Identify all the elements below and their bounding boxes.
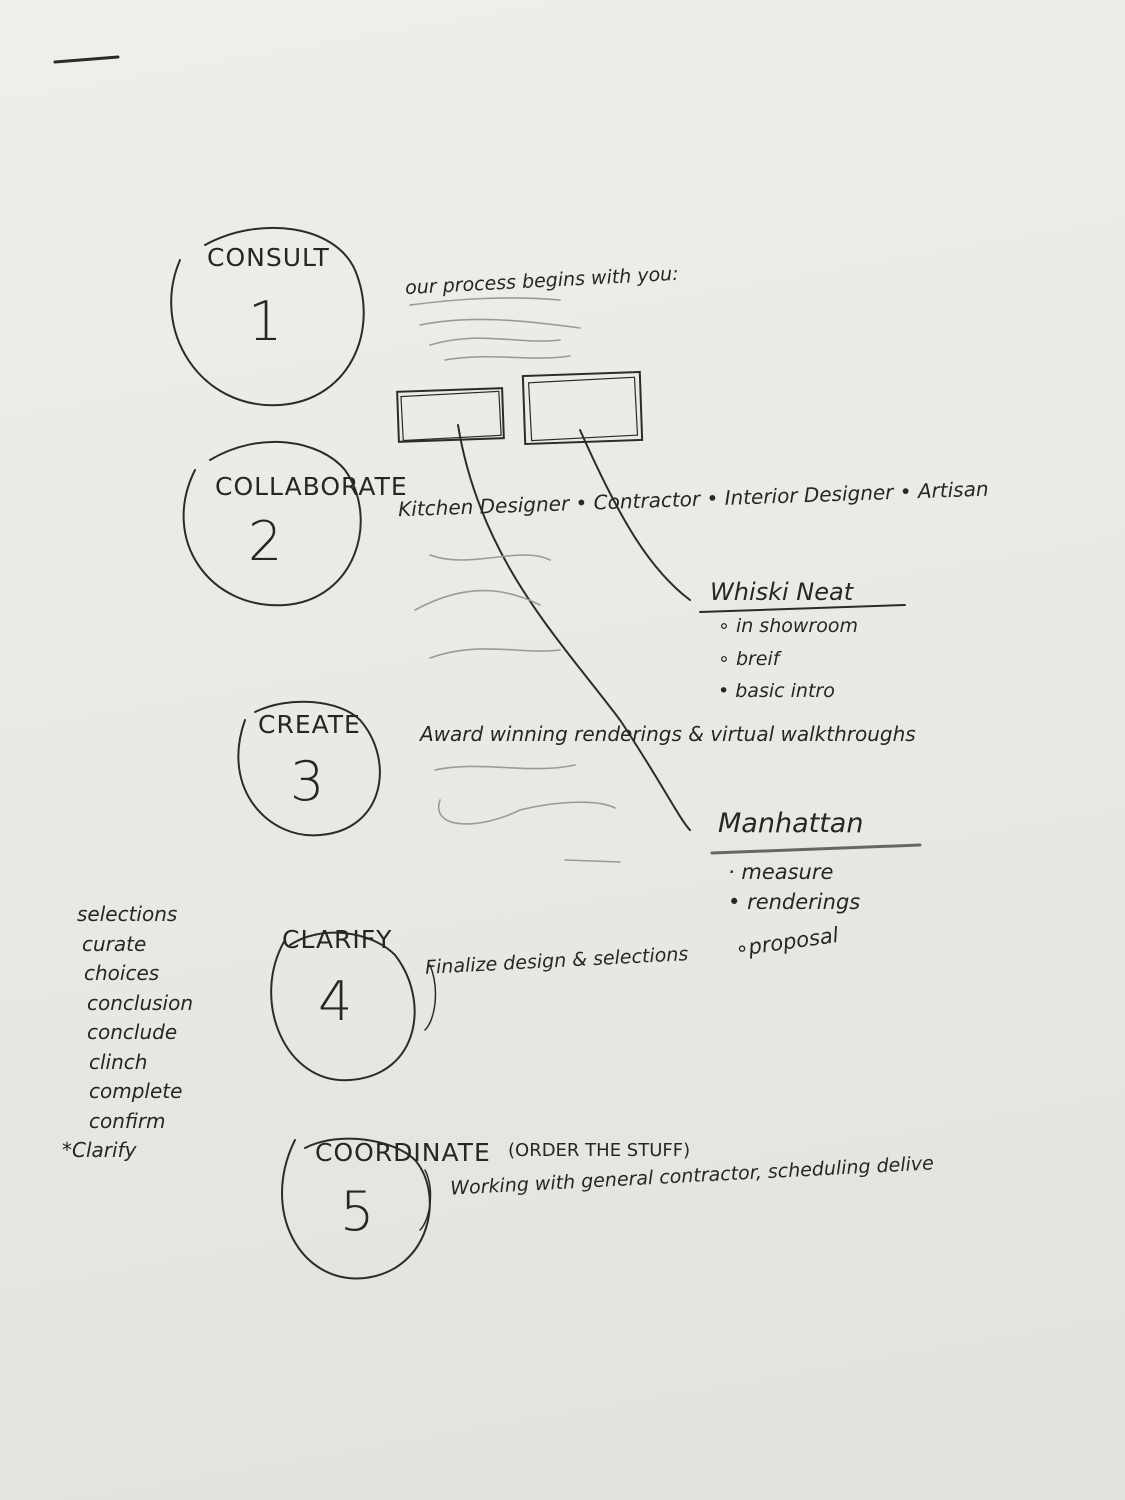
- synonym-item: selections: [77, 902, 178, 926]
- location-item: • basic intro: [718, 680, 835, 702]
- synonym-list: selections curate choices conclusion con…: [62, 900, 193, 1166]
- step-circle-1: [170, 226, 365, 407]
- location-item: · measure: [728, 860, 834, 884]
- synonym-item: conclude: [87, 1020, 178, 1044]
- corner-dash: [53, 55, 120, 64]
- synonym-item: clinch: [89, 1049, 148, 1074]
- location-item-text: basic intro: [735, 680, 835, 702]
- step-number-3: 3: [290, 750, 325, 813]
- step-circle-4: [270, 931, 416, 1082]
- synonym-item: curate: [82, 931, 147, 956]
- synonym-item: choices: [84, 961, 160, 985]
- step-label-coordinate: COORDINATE: [315, 1138, 491, 1167]
- location-item: • renderings: [728, 890, 861, 914]
- step-number-1: 1: [248, 290, 283, 353]
- step-label-consult: CONSULT: [207, 243, 330, 272]
- synonym-item: conclusion: [87, 990, 194, 1015]
- step-circle-3: [237, 700, 381, 837]
- location-item: ∘ breif: [718, 648, 780, 670]
- location-item-text: measure: [741, 860, 834, 884]
- step-note-create: Award winning renderings & virtual walkt…: [420, 722, 916, 746]
- location-item: ∘ in showroom: [718, 615, 858, 637]
- location-title: Whiski Neat: [710, 578, 854, 606]
- connector-line-manhattan: [457, 424, 691, 831]
- step-label-collaborate: COLLABORATE: [215, 472, 408, 501]
- location-item-text: in showroom: [735, 615, 858, 637]
- step-label-clarify: CLARIFY: [282, 925, 393, 954]
- location-item-text: breif: [735, 648, 780, 670]
- step-number-5: 5: [340, 1180, 375, 1243]
- synonym-item: confirm: [89, 1108, 166, 1133]
- location-title: Manhattan: [718, 808, 864, 839]
- image-placeholder-1: [396, 387, 505, 443]
- step-number-2: 2: [248, 510, 283, 573]
- step-circle-2: [182, 440, 362, 607]
- step-circle-5: [281, 1137, 431, 1280]
- synonym-item: complete: [89, 1079, 183, 1103]
- step-note-coordinate-order: (ORDER THE STUFF): [508, 1140, 691, 1161]
- location-item-text: renderings: [747, 890, 861, 914]
- synonym-item: *Clarify: [62, 1138, 137, 1162]
- step-number-4: 4: [318, 970, 353, 1033]
- step-label-create: CREATE: [258, 710, 361, 739]
- connector-line-whiski: [579, 429, 691, 601]
